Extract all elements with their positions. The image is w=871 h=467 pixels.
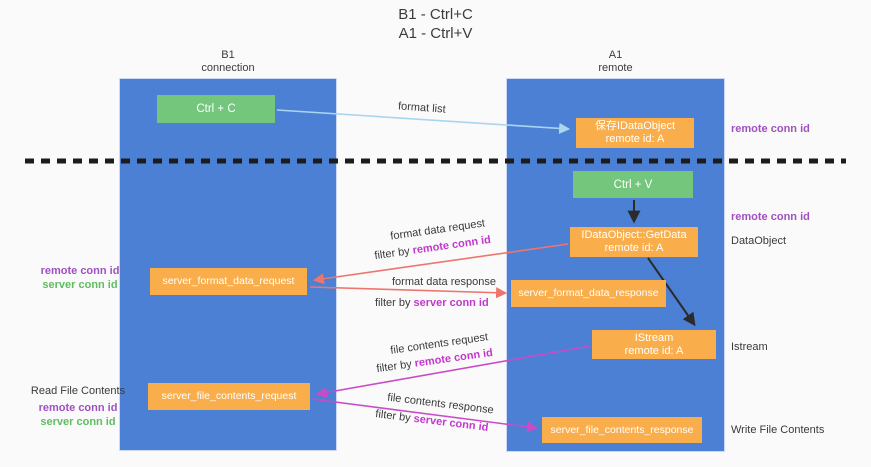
flow-label-format-list: format list: [397, 100, 447, 116]
server-format-data-response-label: server_format_data_response: [518, 287, 659, 299]
diagram-title: B1 - Ctrl+C A1 - Ctrl+V: [0, 5, 871, 43]
left-column-header: B1 connection: [119, 49, 337, 75]
right-write-file-contents-label: Write File Contents: [731, 424, 825, 436]
filter-key-server-conn-id: server conn id: [413, 297, 489, 309]
remote-conn-id-label: remote conn id: [38, 402, 118, 414]
flow-label-format-data-response: format data response: [392, 276, 496, 288]
server-format-data-request-box: server_format_data_request: [150, 268, 307, 295]
read-file-contents-label: Read File Contents: [30, 385, 126, 397]
server-file-contents-response-label: server_file_contents_response: [550, 423, 694, 436]
right-istream-label: Istream: [731, 341, 768, 353]
istream-line1: IStream: [634, 331, 674, 344]
getdata-line2: remote id: A: [604, 242, 664, 254]
ctrl-v-label: Ctrl + V: [613, 178, 653, 191]
right-column-role: remote: [598, 62, 633, 74]
flow-label-filter-server-conn-1: filter by server conn id: [375, 297, 489, 309]
left-file-conn-ids: Read File Contents remote conn id server…: [18, 384, 138, 429]
ctrl-c-label: Ctrl + C: [196, 103, 236, 115]
server-conn-id-label: server conn id: [40, 416, 116, 428]
right-remote-conn-id-save: remote conn id: [731, 123, 810, 135]
save-dataobject-line1: 保存IDataObject: [594, 120, 676, 132]
server-file-contents-request-label: server_file_contents_request: [161, 390, 297, 402]
filter-prefix: filter by: [375, 357, 416, 376]
right-remote-conn-id-ctrlv: remote conn id: [731, 211, 810, 223]
getdata-line1: IDataObject::GetData: [581, 229, 687, 241]
right-column-header: A1 remote: [506, 49, 725, 75]
save-dataobject-line2: remote id: A: [605, 133, 665, 145]
left-format-conn-ids: remote conn id server conn id: [24, 264, 136, 292]
right-column-name: A1: [608, 49, 623, 61]
filter-key-server-conn-id: server conn id: [412, 412, 490, 434]
left-column-role: connection: [201, 62, 255, 74]
remote-conn-id-label: remote conn id: [40, 265, 120, 277]
server-file-contents-request-box: server_file_contents_request: [148, 383, 310, 410]
filter-prefix: filter by: [373, 244, 414, 263]
right-dataobject-label: DataObject: [731, 235, 787, 247]
ctrl-v-box: Ctrl + V: [573, 171, 693, 198]
server-file-contents-response-box: server_file_contents_response: [542, 417, 702, 443]
title-line-2: A1 - Ctrl+V: [398, 25, 473, 42]
server-format-data-request-label: server_format_data_request: [162, 275, 295, 287]
filter-prefix: filter by: [374, 408, 415, 425]
ctrl-c-box: Ctrl + C: [157, 95, 275, 123]
filter-prefix: filter by: [375, 297, 414, 309]
istream-box: IStream remote id: A: [592, 330, 716, 359]
title-line-1: B1 - Ctrl+C: [398, 6, 473, 23]
server-format-data-response-box: server_format_data_response: [511, 280, 666, 307]
save-dataobject-box: 保存IDataObject remote id: A: [576, 118, 694, 148]
server-conn-id-label: server conn id: [42, 279, 118, 291]
istream-line2: remote id: A: [624, 344, 684, 357]
getdata-box: IDataObject::GetData remote id: A: [570, 227, 698, 257]
left-column-name: B1: [221, 49, 235, 61]
